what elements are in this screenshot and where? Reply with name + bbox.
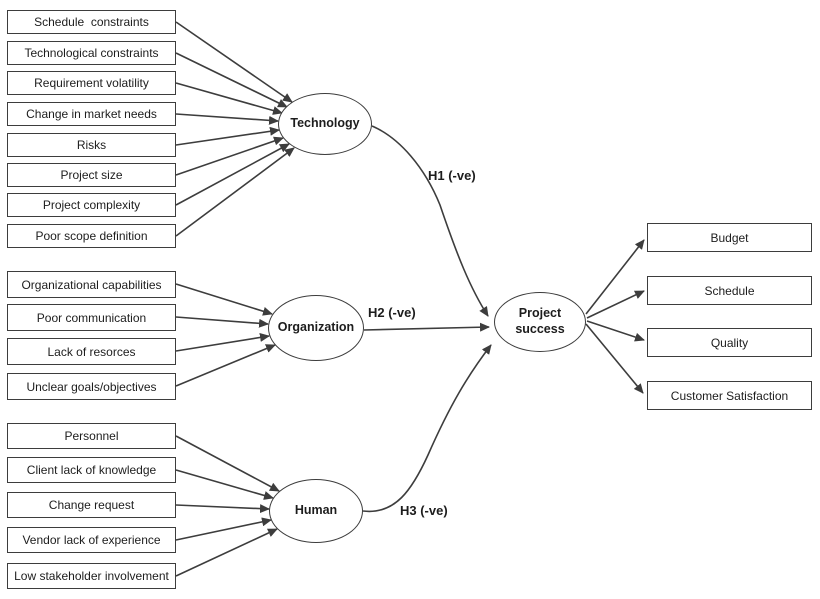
arrow-project-success-schedule [586, 290, 645, 319]
technology-factor-arrows [175, 21, 295, 237]
arrow-h2-organization-project-success [363, 322, 490, 332]
project-success-label-line1: Project [518, 306, 562, 321]
factor-box-unclear-goals-objectives: Unclear goals/objectives [7, 373, 176, 400]
construct-ellipse-human: Human [269, 479, 363, 543]
arrow-requirement-volatility-technology [175, 82, 283, 115]
construct-label-human: Human [294, 503, 338, 518]
project-success-label-line2: success [515, 322, 565, 336]
arrow-poor-communication-organization [175, 316, 269, 328]
arrow-project-success-customer-satisfaction [585, 323, 644, 394]
arrow-unclear-goals-organization [175, 344, 276, 387]
factor-box-project-size: Project size [7, 163, 176, 187]
factor-box-client-lack-of-knowledge: Client lack of knowledge [7, 457, 176, 483]
arrow-low-stakeholder-involvement-human [175, 528, 278, 577]
organization-factor-arrows [175, 283, 276, 387]
arrow-lack-of-resorces-organization [175, 332, 270, 352]
factor-box-technological-constraints: Technological constraints [7, 41, 176, 65]
arrow-organizational-capabilities-organization [175, 283, 273, 316]
hypothesis-label-h3: H3 (-ve) [400, 503, 448, 518]
factor-box-requirement-volatility: Requirement volatility [7, 71, 176, 95]
arrow-personnel-human [175, 435, 280, 492]
construct-label-technology: Technology [290, 116, 360, 131]
hypothesis-arrows [362, 125, 492, 513]
factor-box-low-stakeholder-involvement: Low stakeholder involvement [7, 563, 176, 589]
factor-box-change-in-market-needs: Change in market needs [7, 102, 176, 126]
human-factor-arrows [175, 435, 280, 577]
construct-ellipse-project-success: Project success [494, 292, 586, 352]
construct-label-organization: Organization [277, 320, 355, 335]
factor-box-vendor-lack-of-experience: Vendor lack of experience [7, 527, 176, 553]
construct-ellipse-organization: Organization [268, 295, 364, 361]
factor-box-change-request: Change request [7, 492, 176, 518]
factor-box-personnel: Personnel [7, 423, 176, 449]
hypothesis-label-h1: H1 (-ve) [428, 168, 476, 183]
factor-box-risks: Risks [7, 133, 176, 157]
arrow-h1-technology-project-success [371, 125, 489, 317]
arrow-change-in-market-needs-technology [175, 113, 279, 125]
measure-box-quality: Quality [647, 328, 812, 357]
arrow-client-lack-of-knowledge-human [175, 469, 274, 500]
arrow-project-success-budget [585, 239, 645, 315]
factor-box-poor-scope-definition: Poor scope definition [7, 224, 176, 248]
construct-ellipse-technology: Technology [278, 93, 372, 155]
arrow-h3-human-project-success [362, 344, 492, 513]
factor-box-schedule-constraints: Schedule constraints [7, 10, 176, 34]
arrow-technological-constraints-technology [175, 52, 288, 108]
measure-box-schedule: Schedule [647, 276, 812, 305]
factor-box-organizational-capabilities: Organizational capabilities [7, 271, 176, 298]
measure-box-budget: Budget [647, 223, 812, 252]
factor-box-lack-of-resorces: Lack of resorces [7, 338, 176, 365]
factor-box-project-complexity: Project complexity [7, 193, 176, 217]
factor-box-poor-communication: Poor communication [7, 304, 176, 331]
measure-box-customer-satisfaction: Customer Satisfaction [647, 381, 812, 410]
arrow-project-complexity-technology [175, 143, 290, 206]
arrow-schedule-constraints-technology [175, 21, 293, 103]
arrow-poor-scope-definition-technology [175, 147, 295, 237]
arrow-change-request-human [175, 504, 270, 514]
hypothesis-label-h2: H2 (-ve) [368, 305, 416, 320]
arrow-vendor-lack-of-experience-human [175, 517, 272, 541]
arrow-risks-technology [175, 126, 280, 146]
arrow-project-size-technology [175, 136, 284, 176]
arrow-project-success-quality [586, 320, 645, 342]
outcome-measure-arrows [585, 239, 645, 394]
